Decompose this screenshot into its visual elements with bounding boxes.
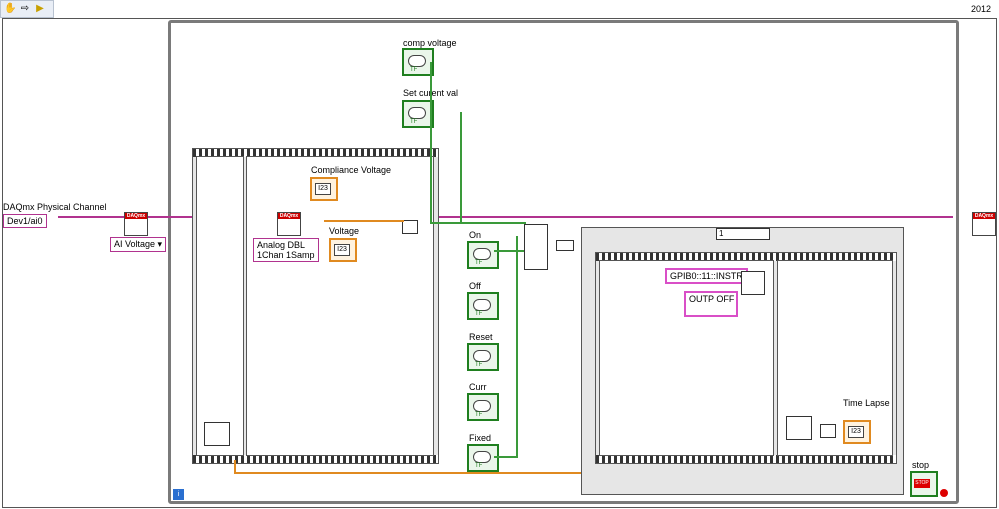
compliance-voltage-label: Compliance Voltage [311, 165, 392, 175]
compliance-voltage-control[interactable]: I23 [310, 177, 338, 201]
daqmx-clear-task-icon[interactable]: DAQmx [972, 212, 996, 236]
physical-channel-control[interactable]: Dev1/ai0 [3, 214, 47, 228]
stop-button[interactable]: STOP [910, 471, 938, 497]
daqmx-read-icon[interactable]: DAQmx [277, 212, 301, 236]
build-array-icon[interactable] [524, 224, 548, 270]
greater-than-comparator-icon[interactable] [402, 220, 418, 234]
loop-iteration-icon: i [173, 489, 184, 500]
info-glyph: i [177, 491, 180, 498]
numeric-icon: I23 [334, 244, 350, 256]
fixed-button[interactable]: TF [467, 444, 499, 472]
curr-button[interactable]: TF [467, 393, 499, 421]
off-label: Off [469, 281, 481, 291]
tf-glyph: TF [410, 67, 418, 73]
numeric-icon: I23 [848, 426, 864, 438]
voltage-indicator: I23 [329, 238, 357, 262]
wait-timer-icon[interactable] [204, 422, 230, 446]
stop-label: stop [912, 460, 930, 470]
highlight-execution-icon[interactable]: ▶ [36, 3, 44, 14]
daqmx-clear-header: DAQmx [973, 213, 995, 219]
on-label: On [469, 230, 482, 240]
sequence-frame-1 [196, 156, 244, 456]
comp-voltage-label: comp voltage [403, 38, 457, 48]
bool-wire [430, 222, 526, 224]
comp-voltage-wire [430, 62, 432, 222]
daqmx-create-channel-icon[interactable]: DAQmx [124, 212, 148, 236]
curr-label: Curr [469, 382, 487, 392]
reset-label: Reset [469, 332, 493, 342]
off-button[interactable]: TF [467, 292, 499, 320]
fixed-label: Fixed [469, 433, 492, 443]
time-lapse-label: Time Lapse [843, 398, 890, 408]
time-lapse-indicator: I23 [843, 420, 871, 444]
set-current-val-indicator: TF [402, 100, 434, 128]
tf-glyph: TF [475, 260, 483, 266]
tf-glyph: TF [410, 119, 418, 125]
set-current-wire [460, 112, 462, 222]
stop-glyph: STOP [914, 479, 930, 488]
toolbar: ✋ ⇨ ▶ [0, 0, 54, 18]
visa-write-icon[interactable] [741, 271, 765, 295]
run-icon[interactable]: ⇨ [20, 3, 30, 14]
daqmx-read-header: DAQmx [278, 213, 300, 219]
analog-dbl-line1: Analog DBL [257, 240, 306, 250]
timer-wire [234, 472, 819, 474]
reset-button[interactable]: TF [467, 343, 499, 371]
tf-glyph: TF [475, 362, 483, 368]
array-to-number-icon[interactable] [556, 240, 574, 251]
loop-condition-icon[interactable] [940, 489, 948, 497]
case-selector[interactable]: 1 [716, 228, 770, 240]
version-label: 2012 [970, 4, 991, 14]
greater-than-comparator-icon[interactable] [820, 424, 836, 438]
case-selector-value: 1 [719, 229, 724, 238]
daqmx-header: DAQmx [125, 213, 147, 219]
fixed-wire [494, 456, 518, 458]
voltage-wire [324, 220, 404, 222]
tf-glyph: TF [475, 463, 483, 469]
physical-channel-value: Dev1/ai0 [7, 216, 43, 226]
comp-voltage-indicator: TF [402, 48, 434, 76]
hand-icon[interactable]: ✋ [4, 3, 17, 14]
analog-dbl-line2: 1Chan 1Samp [257, 250, 315, 260]
gpib-address-value: GPIB0::11::INSTR [670, 271, 743, 281]
on-wire [494, 250, 526, 252]
wait-timer-icon[interactable] [786, 416, 812, 440]
tf-glyph: TF [475, 412, 483, 418]
ai-voltage-selector[interactable]: AI Voltage ▾ [110, 237, 167, 252]
outp-off-constant[interactable]: OUTP OFF [684, 291, 738, 317]
on-button[interactable]: TF [467, 241, 499, 269]
tf-glyph: TF [475, 311, 483, 317]
outp-off-value: OUTP OFF [689, 294, 735, 304]
voltage-label: Voltage [329, 226, 360, 236]
ai-voltage-label: AI Voltage [114, 239, 156, 249]
bool-bus-wire [516, 236, 518, 456]
task-wire [58, 216, 953, 218]
sequence-frame-2 [246, 156, 434, 456]
timer-wire [234, 460, 236, 474]
analog-dbl-selector[interactable]: Analog DBL 1Chan 1Samp [253, 238, 319, 262]
gpib-address-constant[interactable]: GPIB0::11::INSTR [665, 268, 748, 284]
numeric-icon: I23 [315, 183, 331, 195]
physical-channel-label: DAQmx Physical Channel [3, 202, 107, 212]
